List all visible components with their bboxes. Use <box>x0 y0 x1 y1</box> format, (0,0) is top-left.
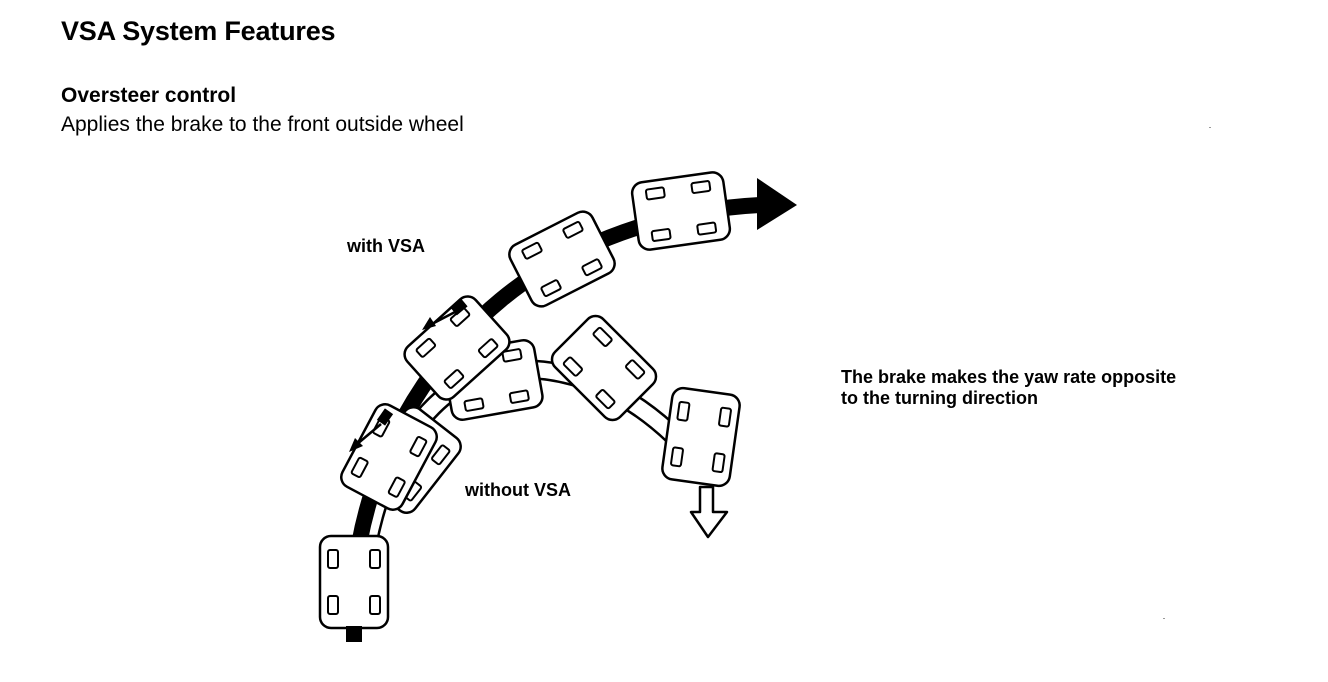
scan-speck <box>1209 127 1211 128</box>
section-heading: Oversteer control <box>61 84 237 107</box>
note-line-1: The brake makes the yaw rate opposite <box>841 367 1177 387</box>
brake-arrow-2 <box>422 298 468 330</box>
label-without-vsa: without VSA <box>465 480 571 500</box>
section-description: Applies the brake to the front outside w… <box>61 113 464 136</box>
arrow-without-vsa-head <box>689 485 729 539</box>
label-with-vsa: with VSA <box>347 236 426 256</box>
scan-speck <box>1163 618 1165 619</box>
car-with-vsa-4 <box>629 169 733 253</box>
arrow-with-vsa-head <box>757 178 797 230</box>
car-with-vsa-3 <box>504 206 620 312</box>
brake-yaw-note: The brake makes the yaw rate opposite to… <box>841 367 1176 409</box>
note-line-2: to the turning direction <box>841 388 1038 408</box>
car-start <box>318 534 390 630</box>
brake-arrow-1 <box>349 408 394 452</box>
car-without-vsa-4 <box>659 385 743 489</box>
page-title: VSA System Features <box>61 16 336 46</box>
